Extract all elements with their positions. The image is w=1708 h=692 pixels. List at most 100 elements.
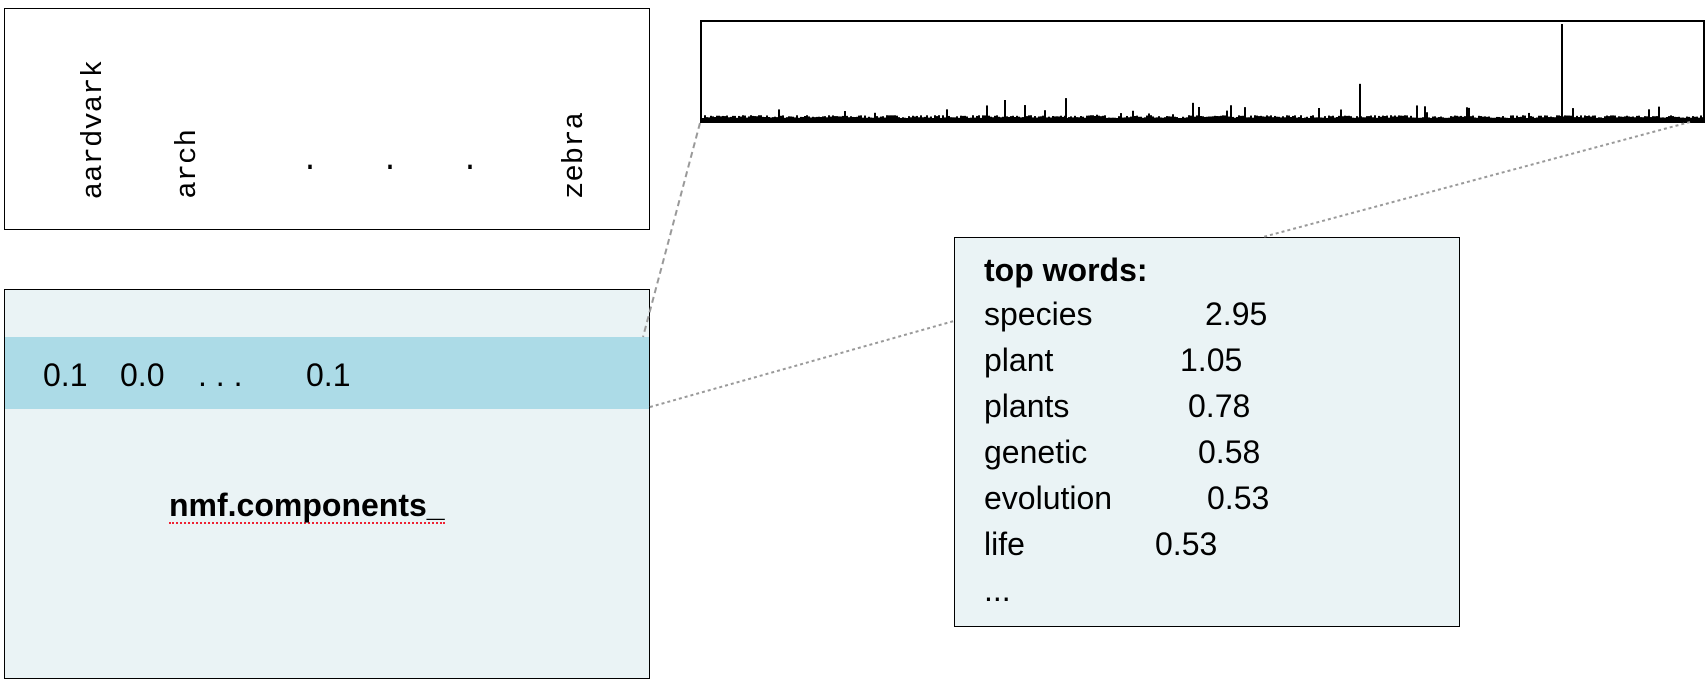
chart-bar — [904, 117, 906, 121]
chart-bar — [892, 115, 894, 121]
top-words-title: top words: — [984, 252, 1148, 288]
chart-bar — [1438, 117, 1440, 121]
chart-bar — [1240, 115, 1242, 121]
chart-bar — [1140, 116, 1142, 121]
chart-bar — [1364, 117, 1366, 121]
chart-bar — [1108, 117, 1110, 121]
chart-bar — [852, 116, 854, 121]
chart-bar — [950, 117, 952, 121]
chart-bar — [1298, 117, 1300, 121]
chart-bar — [1292, 115, 1294, 121]
chart-bar — [1222, 115, 1224, 121]
chart-bar — [870, 117, 872, 121]
chart-bar — [1082, 116, 1084, 121]
chart-bar — [1314, 117, 1316, 121]
chart-bar — [1388, 117, 1390, 121]
chart-bar — [844, 111, 846, 121]
chart-bar — [1390, 115, 1392, 121]
chart-bar — [1220, 115, 1222, 121]
chart-bar — [1418, 117, 1420, 121]
chart-bar — [882, 116, 884, 121]
row-value: 0.1 — [43, 357, 88, 393]
chart-bar — [1424, 106, 1426, 121]
chart-bar — [1588, 115, 1590, 121]
chart-bar — [966, 116, 968, 121]
chart-bar — [986, 105, 988, 121]
chart-bar — [1094, 115, 1096, 121]
chart-bar — [1216, 116, 1218, 121]
chart-bar — [1590, 116, 1592, 121]
chart-bar — [1212, 116, 1214, 121]
chart-bar — [1158, 116, 1160, 121]
chart-bar — [1132, 110, 1134, 121]
chart-bar — [1690, 117, 1692, 121]
chart-bar — [702, 117, 704, 121]
chart-bar — [1652, 116, 1654, 121]
chart-bar — [772, 117, 774, 121]
chart-bar — [1026, 116, 1028, 121]
chart-bar — [744, 115, 746, 121]
chart-bar — [1336, 117, 1338, 121]
chart-bar — [1198, 106, 1200, 121]
chart-bar — [1048, 116, 1050, 121]
chart-bar — [1618, 116, 1620, 121]
chart-bar — [1042, 115, 1044, 121]
chart-bar — [1228, 116, 1230, 121]
chart-bar — [1568, 115, 1570, 121]
chart-bar — [1684, 117, 1686, 121]
chart-bar — [1450, 116, 1452, 121]
chart-bar — [1466, 107, 1468, 121]
chart-bar — [1150, 115, 1152, 121]
chart-bar — [1102, 115, 1104, 121]
chart-bar — [866, 117, 868, 121]
chart-bar — [932, 117, 934, 121]
chart-bar — [1054, 116, 1056, 121]
chart-bar — [1594, 115, 1596, 121]
chart-bar — [708, 117, 710, 121]
chart-bar — [1122, 117, 1124, 121]
chart-bar — [760, 115, 762, 121]
chart-bar — [1136, 115, 1138, 121]
chart-bar — [840, 116, 842, 121]
chart-bar — [1266, 115, 1268, 121]
chart-bar — [1006, 116, 1008, 121]
chart-bar — [1478, 115, 1480, 121]
chart-bar — [1290, 116, 1292, 121]
chart-bar — [1546, 115, 1548, 121]
chart-bar — [1544, 115, 1546, 121]
chart-bar — [1580, 115, 1582, 121]
chart-bar — [1012, 115, 1014, 121]
chart-bar — [722, 115, 724, 121]
chart-bar — [1024, 105, 1026, 121]
chart-bar — [1516, 115, 1518, 121]
chart-bar — [1230, 105, 1232, 121]
chart-bar — [1540, 115, 1542, 121]
chart-bar — [1234, 117, 1236, 121]
chart-bar — [954, 117, 956, 121]
chart-bar — [1570, 115, 1572, 121]
top-word-weight: 1.05 — [1180, 342, 1243, 378]
topic-word-chart — [700, 20, 1705, 123]
chart-bar — [1050, 117, 1052, 121]
chart-bar — [1068, 117, 1070, 121]
chart-bar — [928, 117, 930, 121]
chart-bar — [1080, 116, 1082, 121]
chart-bar — [1338, 115, 1340, 121]
chart-bar — [822, 116, 824, 121]
chart-bar — [1536, 117, 1538, 121]
chart-bar — [1636, 115, 1638, 121]
chart-bar — [984, 115, 986, 121]
chart-bar — [872, 117, 874, 121]
chart-bar — [784, 117, 786, 121]
chart-bar — [798, 117, 800, 121]
chart-bar — [1162, 117, 1164, 121]
chart-bar — [888, 115, 890, 121]
chart-bar — [1638, 115, 1640, 121]
chart-bar — [1472, 115, 1474, 121]
chart-bar — [1204, 116, 1206, 121]
chart-bar — [1028, 115, 1030, 121]
chart-bar — [1154, 117, 1156, 121]
chart-bar — [1382, 115, 1384, 121]
chart-bar — [1680, 117, 1682, 121]
chart-bar — [994, 115, 996, 121]
